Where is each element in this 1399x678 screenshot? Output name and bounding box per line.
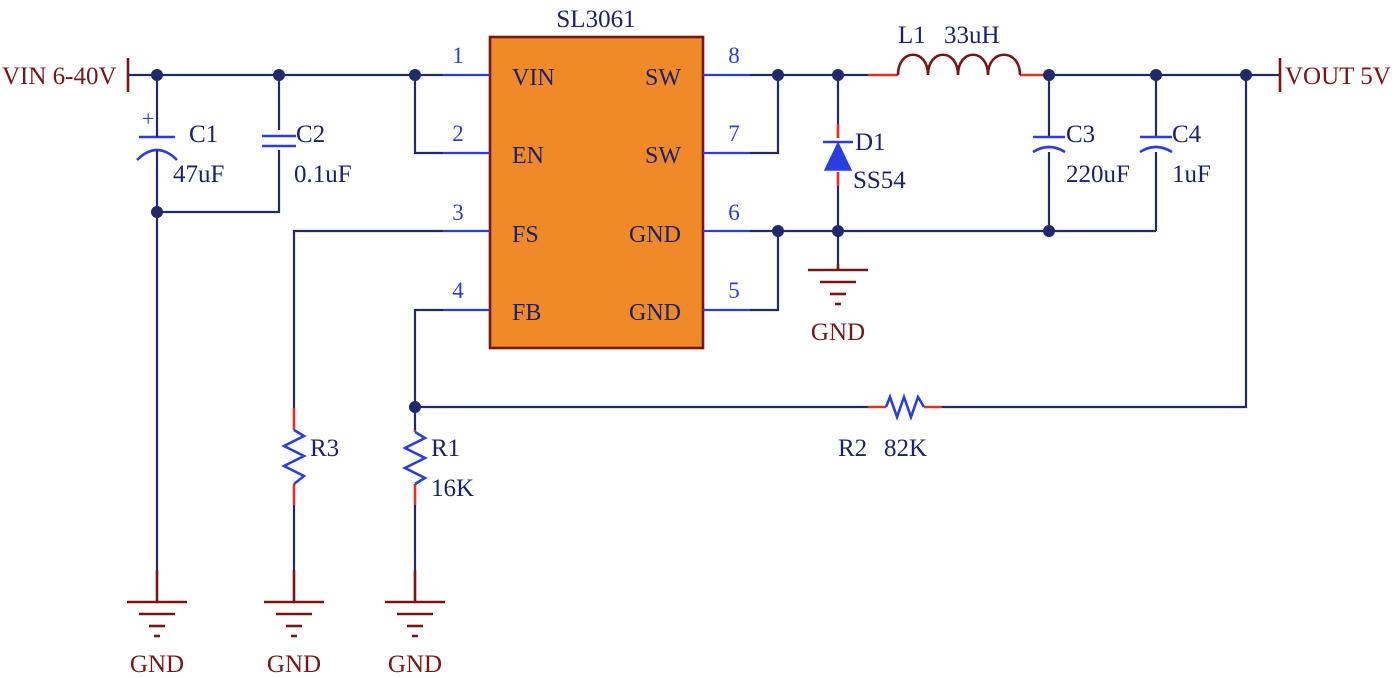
pin-num-3: 3 [452, 200, 464, 225]
junction-dot [772, 69, 784, 81]
wire-sw-7 [750, 75, 780, 155]
d1-ref: D1 [855, 129, 886, 156]
junction-dot [273, 69, 285, 81]
ground-symbol-c1: GND [127, 570, 187, 678]
r2-zigzag [884, 393, 926, 421]
resistor-r3: R3 [281, 428, 339, 486]
junction-dot [772, 225, 784, 237]
gnd4-label: GND [811, 319, 865, 346]
c3-value: 220uF [1066, 161, 1130, 188]
l1-ref: L1 [898, 22, 926, 49]
junction-dot [151, 206, 163, 218]
ground-symbol-r1: GND [385, 570, 445, 678]
c4-value: 1uF [1172, 161, 1211, 188]
inductor-l1: L1 33uH [896, 22, 1022, 76]
pin-label-fb: FB [512, 300, 541, 326]
junction-dot [832, 225, 844, 237]
gnd1-label: GND [130, 651, 184, 678]
pin-label-gnd-6: GND [629, 222, 681, 248]
pin-num-5: 5 [728, 278, 740, 303]
wire-c2-bottom [157, 150, 281, 214]
r3-zigzag [281, 428, 307, 486]
junction-dot [1043, 225, 1055, 237]
wire-fb [413, 308, 443, 430]
d1-triangle [823, 141, 853, 171]
junction-dot [409, 401, 421, 413]
pin-num-8: 8 [728, 43, 740, 68]
pin-num-2: 2 [452, 121, 464, 146]
d1-value: SS54 [853, 167, 906, 194]
ground-symbol-r3: GND [264, 570, 324, 678]
c4-plate-bottom [1139, 145, 1173, 154]
junction-dot [1150, 69, 1162, 81]
r1-ref: R1 [431, 435, 460, 462]
wire-fs [292, 229, 443, 408]
wires [128, 73, 1280, 570]
pin-label-sw-7: SW [645, 143, 681, 169]
wire-gnd-5 [750, 231, 780, 312]
junction-dot [832, 69, 844, 81]
capacitor-c2: C2 0.1uF [262, 121, 352, 188]
l1-value: 33uH [944, 22, 1000, 49]
junction-dot [151, 69, 163, 81]
port-vout: VOUT 5V [1278, 58, 1391, 92]
c3-plate-bottom [1032, 145, 1066, 154]
r3-ref: R3 [310, 435, 339, 462]
c2-value: 0.1uF [294, 161, 352, 188]
capacitor-c4: C4 1uF [1139, 121, 1211, 188]
pin-label-gnd-5: GND [629, 300, 681, 326]
pin-label-fs: FS [512, 222, 539, 248]
r1-zigzag [402, 430, 428, 486]
pin-num-6: 6 [728, 200, 740, 225]
r2-value: 82K [884, 435, 927, 462]
capacitor-c1: + C1 47uF [136, 106, 224, 188]
port-vout-label: VOUT 5V [1285, 63, 1391, 90]
pin-label-sw-8: SW [645, 65, 681, 91]
pin-num-1: 1 [452, 43, 464, 68]
pin-label-en: EN [512, 143, 544, 169]
pin-label-vin: VIN [512, 65, 555, 91]
l1-coil [896, 53, 1022, 76]
ic-body [488, 35, 705, 350]
c4-ref: C4 [1172, 121, 1202, 148]
gnd2-label: GND [267, 651, 321, 678]
c2-ref: C2 [296, 121, 325, 148]
r1-value: 16K [431, 475, 474, 502]
ground-symbol-d1: GND [808, 264, 868, 346]
r2-ref: R2 [838, 435, 867, 462]
junction-dot [409, 69, 421, 81]
c1-ref: C1 [189, 121, 218, 148]
ic-sl3061: SL3061 VIN EN FS FB SW SW GND GND 1 2 3 … [443, 6, 750, 350]
port-vin-label: VIN 6-40V [2, 63, 117, 90]
ic-name: SL3061 [556, 6, 635, 33]
resistor-r1: R1 16K [402, 430, 474, 502]
c1-value: 47uF [173, 161, 224, 188]
c1-polarity: + [142, 106, 154, 131]
pin-num-7: 7 [728, 121, 740, 146]
wire-r2-right [942, 75, 1248, 409]
wire-en [413, 75, 443, 155]
c3-ref: C3 [1066, 121, 1095, 148]
gnd3-label: GND [388, 651, 442, 678]
capacitor-c3: C3 220uF [1032, 121, 1130, 188]
pin-num-4: 4 [452, 278, 464, 303]
port-vin: VIN 6-40V [2, 58, 130, 92]
resistor-r2: R2 82K [838, 393, 927, 462]
junctions [151, 69, 1252, 413]
junction-dot [1240, 69, 1252, 81]
junction-dot [1043, 69, 1055, 81]
diode-d1: D1 SS54 [823, 129, 906, 194]
